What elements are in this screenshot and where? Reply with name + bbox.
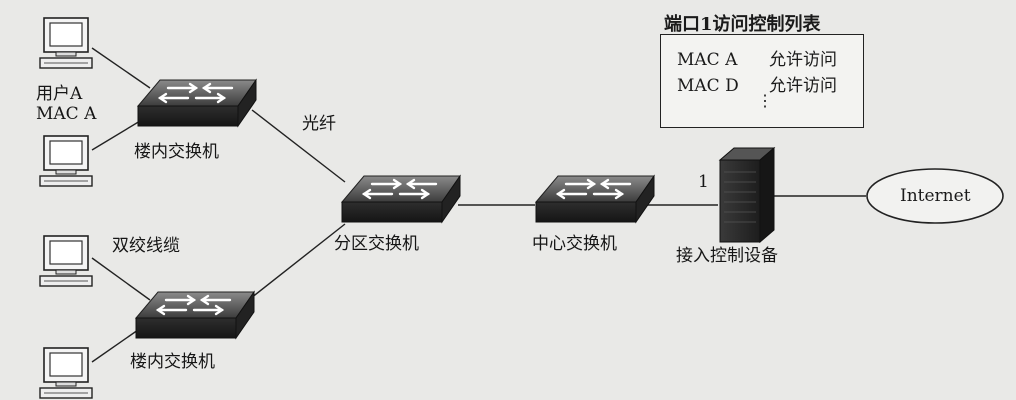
computer-icon [39, 235, 93, 287]
acl-mac: MAC D [677, 76, 739, 96]
link-pc2-switch [91, 117, 146, 151]
link-pc4-switch [91, 329, 139, 363]
switch-icon [136, 78, 258, 128]
access-device-label: 接入控制设备 [676, 246, 778, 266]
fiber-label: 光纤 [302, 114, 336, 134]
acl-mac: MAC A [677, 50, 738, 70]
core-switch-label: 中心交换机 [532, 234, 617, 254]
fiber-link-top [251, 109, 346, 183]
zone-switch-label: 分区交换机 [334, 234, 419, 254]
mac-a-label: MAC A [36, 104, 97, 124]
user-a-label: 用户A [36, 84, 83, 104]
link-pc3-switch [91, 257, 151, 301]
acl-more-indicator: ⋮ [757, 91, 773, 110]
computer-icon [39, 17, 93, 69]
link-switch-zone-bottom [245, 223, 346, 303]
internet-label: Internet [900, 186, 971, 206]
computer-icon [39, 347, 93, 399]
acl-action: 允许访问 [769, 76, 837, 96]
switch-icon [534, 174, 656, 224]
acl-title: 端口1访问控制列表 [664, 14, 821, 35]
links [91, 47, 866, 363]
building-switch-bottom-label: 楼内交换机 [130, 352, 215, 372]
acl-action: 允许访问 [769, 50, 837, 70]
internet-cloud-icon [866, 168, 1004, 224]
link-pc1-switch [91, 47, 151, 89]
port-number-label: 1 [698, 172, 709, 192]
computer-icon [39, 135, 93, 187]
building-switch-top-label: 楼内交换机 [134, 142, 219, 162]
acl-row: MAC D 允许访问 [677, 71, 837, 96]
acl-table: MAC A 允许访问 MAC D 允许访问 ⋮ [660, 34, 864, 128]
twisted-pair-label: 双绞线缆 [112, 236, 180, 256]
switch-icon [134, 290, 256, 340]
acl-row: MAC A 允许访问 [677, 45, 837, 70]
server-tower-icon [718, 146, 776, 244]
switch-icon [340, 174, 462, 224]
